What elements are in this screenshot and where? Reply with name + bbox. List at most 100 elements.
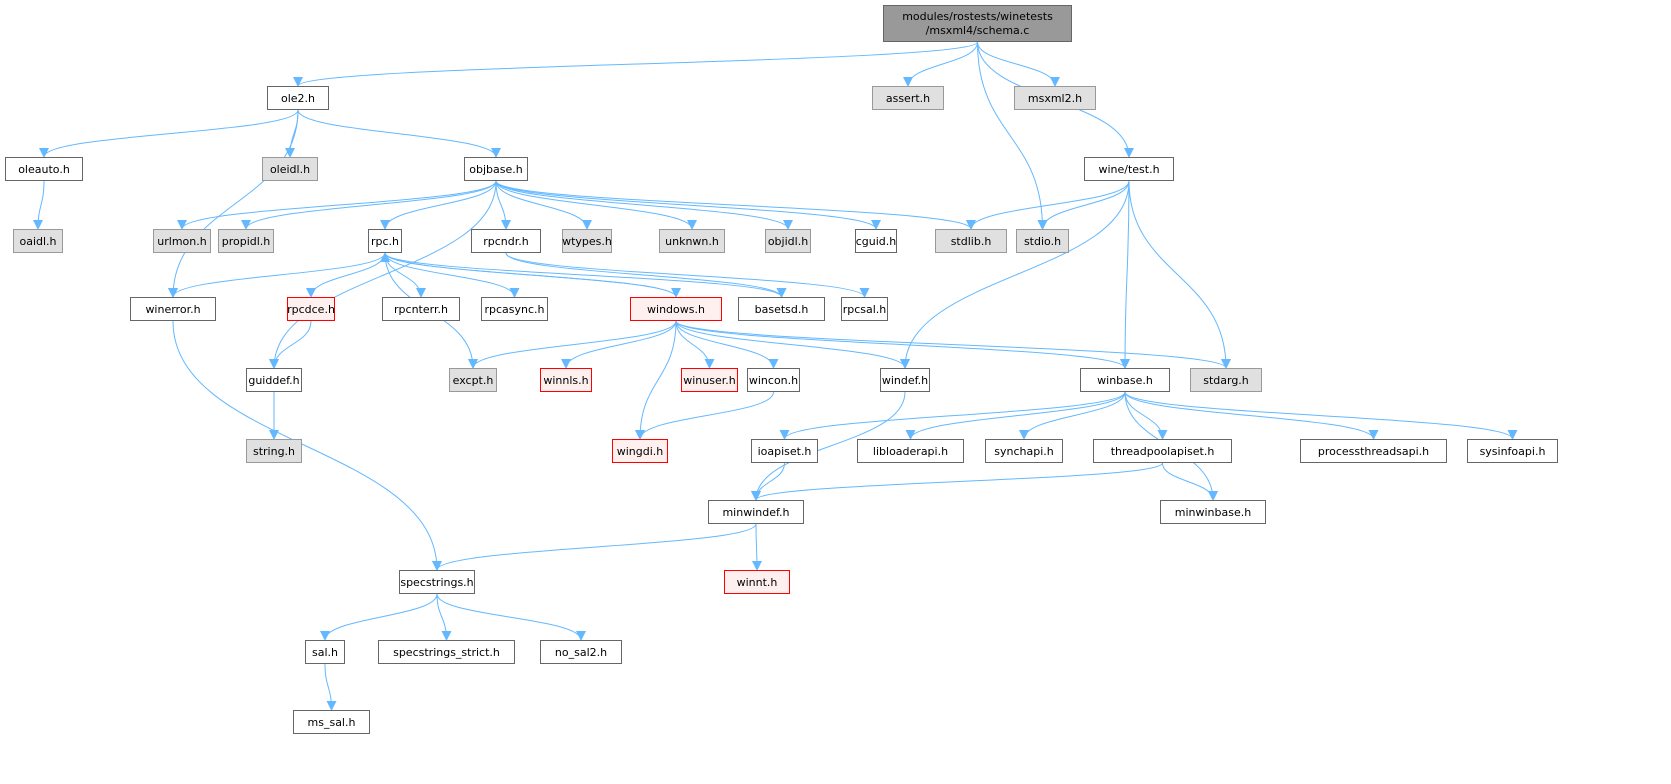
- node-minwindef[interactable]: minwindef.h: [708, 500, 804, 524]
- edge-objbase-to-unknwn: [495, 180, 697, 230]
- node-oaidl[interactable]: oaidl.h: [13, 229, 63, 253]
- node-rpcasync[interactable]: rpcasync.h: [481, 297, 548, 321]
- edge-windows-to-stdarg: [675, 320, 1231, 369]
- edge-rpcdce-to-guiddef: [269, 320, 312, 369]
- edge-windows-to-winuser: [675, 320, 715, 369]
- node-winbase[interactable]: winbase.h: [1080, 368, 1170, 392]
- node-threadpoolapiset[interactable]: threadpoolapiset.h: [1093, 439, 1232, 463]
- node-label: synchapi.h: [994, 444, 1054, 458]
- node-label: winnls.h: [543, 373, 589, 387]
- node-rpcdce[interactable]: rpcdce.h: [287, 297, 335, 321]
- edge-windef-to-minwindef: [751, 391, 906, 501]
- node-objidl[interactable]: objidl.h: [765, 229, 811, 253]
- node-root[interactable]: modules/rostests/winetests /msxml4/schem…: [883, 5, 1072, 42]
- node-synchapi[interactable]: synchapi.h: [985, 439, 1063, 463]
- node-label: basetsd.h: [754, 302, 809, 316]
- edge-windows-to-excpt: [468, 320, 677, 369]
- node-winetest[interactable]: wine/test.h: [1084, 157, 1174, 181]
- node-label: wtypes.h: [562, 234, 612, 248]
- node-guiddef[interactable]: guiddef.h: [246, 368, 302, 392]
- node-label: oleauto.h: [18, 162, 70, 176]
- node-ioapiset[interactable]: ioapiset.h: [751, 439, 818, 463]
- node-winuser[interactable]: winuser.h: [681, 368, 738, 392]
- edge-windows-to-windef: [675, 320, 910, 369]
- node-label: wingdi.h: [616, 444, 664, 458]
- node-stdarg[interactable]: stdarg.h: [1190, 368, 1262, 392]
- edge-objbase-to-guiddef: [269, 180, 497, 369]
- node-excpt[interactable]: excpt.h: [449, 368, 497, 392]
- node-processthreadsapi[interactable]: processthreadsapi.h: [1300, 439, 1447, 463]
- node-label: threadpoolapiset.h: [1110, 444, 1215, 458]
- node-wtypes[interactable]: wtypes.h: [562, 229, 612, 253]
- node-label: ole2.h: [280, 91, 316, 105]
- edge-objbase-to-objidl: [495, 180, 793, 230]
- node-cguid[interactable]: cguid.h: [855, 229, 897, 253]
- node-unknwn[interactable]: unknwn.h: [659, 229, 725, 253]
- node-ms-sal[interactable]: ms_sal.h: [293, 710, 370, 734]
- node-label: winbase.h: [1097, 373, 1153, 387]
- edge-objbase-to-wtypes: [495, 180, 592, 230]
- node-wingdi[interactable]: wingdi.h: [612, 439, 668, 463]
- node-assert[interactable]: assert.h: [872, 86, 944, 110]
- node-label: no_sal2.h: [554, 645, 608, 659]
- node-specstrings-strict[interactable]: specstrings_strict.h: [378, 640, 515, 664]
- node-rpcndr[interactable]: rpcndr.h: [471, 229, 541, 253]
- node-no-sal2[interactable]: no_sal2.h: [540, 640, 622, 664]
- node-label: windows.h: [647, 302, 705, 316]
- node-windef[interactable]: windef.h: [880, 368, 930, 392]
- node-label: propidl.h: [221, 234, 271, 248]
- node-rpc[interactable]: rpc.h: [368, 229, 402, 253]
- edge-ole2-to-winerror: [168, 109, 299, 298]
- node-label: winnt.h: [736, 575, 778, 589]
- node-winnt[interactable]: winnt.h: [724, 570, 790, 594]
- node-winnls[interactable]: winnls.h: [540, 368, 592, 392]
- node-specstrings[interactable]: specstrings.h: [399, 570, 475, 594]
- edge-sal-to-ms_sal: [324, 663, 337, 711]
- node-winerror[interactable]: winerror.h: [130, 297, 216, 321]
- node-string[interactable]: string.h: [246, 439, 302, 463]
- node-ole2[interactable]: ole2.h: [267, 86, 329, 110]
- edge-wincon-to-wingdi: [635, 391, 774, 440]
- node-msxml2[interactable]: msxml2.h: [1014, 86, 1096, 110]
- edge-rpcndr-to-basetsd: [505, 252, 787, 298]
- node-wincon[interactable]: wincon.h: [747, 368, 800, 392]
- node-windows[interactable]: windows.h: [630, 297, 722, 321]
- node-stdio[interactable]: stdio.h: [1016, 229, 1069, 253]
- node-label: cguid.h: [855, 234, 897, 248]
- edge-threadpoolapiset-to-minwindef: [751, 462, 1163, 501]
- edge-rpc-to-winerror: [168, 252, 386, 298]
- node-label: sal.h: [312, 645, 338, 659]
- node-label: rpcnterr.h: [394, 302, 448, 316]
- edge-ole2-to-oleidl: [285, 109, 299, 158]
- node-label: oleidl.h: [269, 162, 311, 176]
- node-stdlib[interactable]: stdlib.h: [935, 229, 1007, 253]
- node-label: specstrings_strict.h: [393, 645, 500, 659]
- node-label: libloaderapi.h: [872, 444, 949, 458]
- edge-winbase-to-processthreadsapi: [1124, 391, 1379, 440]
- node-label: stdlib.h: [950, 234, 992, 248]
- node-sysinfoapi[interactable]: sysinfoapi.h: [1467, 439, 1558, 463]
- edge-oleauto-to-oaidl: [33, 180, 45, 230]
- edge-specstrings-to-sal: [320, 593, 438, 641]
- edge-winbase-to-threadpoolapiset: [1124, 391, 1168, 440]
- node-label: minwinbase.h: [1174, 505, 1252, 519]
- edge-root-to-stdio: [977, 41, 1048, 230]
- node-basetsd[interactable]: basetsd.h: [738, 297, 825, 321]
- edge-root-to-ole2: [293, 41, 978, 87]
- node-oleidl[interactable]: oleidl.h: [262, 157, 318, 181]
- node-label: excpt.h: [452, 373, 494, 387]
- node-rpcsal[interactable]: rpcsal.h: [841, 297, 888, 321]
- node-rpcnterr[interactable]: rpcnterr.h: [382, 297, 460, 321]
- node-propidl[interactable]: propidl.h: [218, 229, 274, 253]
- node-urlmon[interactable]: urlmon.h: [153, 229, 211, 253]
- node-objbase[interactable]: objbase.h: [464, 157, 528, 181]
- node-libloaderapi[interactable]: libloaderapi.h: [857, 439, 964, 463]
- node-oleauto[interactable]: oleauto.h: [5, 157, 83, 181]
- node-label: msxml2.h: [1027, 91, 1083, 105]
- node-label: stdarg.h: [1203, 373, 1249, 387]
- node-minwinbase[interactable]: minwinbase.h: [1160, 500, 1266, 524]
- edge-objbase-to-stdlib: [495, 180, 976, 230]
- node-sal[interactable]: sal.h: [305, 640, 345, 664]
